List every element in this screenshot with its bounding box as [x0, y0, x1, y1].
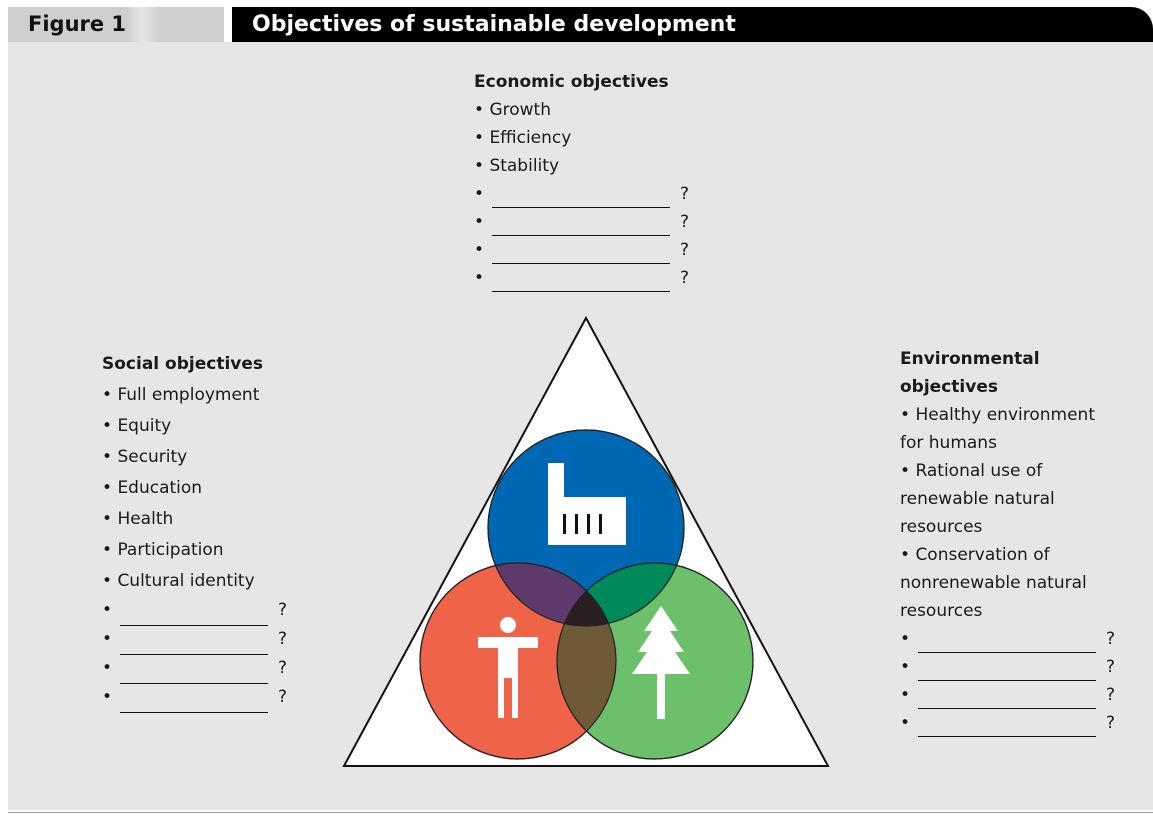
environmental-objectives: Environmental objectives Healthy environ… [900, 345, 1150, 737]
economic-social-overlap [488, 563, 616, 626]
social-item: Cultural identity [102, 566, 287, 597]
figure-label: Figure 1 [8, 7, 224, 42]
figure-header: Figure 1 Objectives of sustainable devel… [8, 7, 1153, 42]
blank-question-mark: ? [680, 184, 690, 204]
blank-question-mark: ? [1106, 657, 1116, 677]
economic-item: Stability [474, 152, 689, 180]
economic-environmental-overlap [557, 563, 684, 626]
environmental-blank-item: •? [900, 681, 1150, 709]
environmental-blank-item: •? [900, 625, 1150, 653]
social-heading: Social objectives [102, 354, 264, 374]
blank-underline [492, 272, 670, 292]
blank-underline [918, 689, 1096, 709]
social-blank-item: •? [102, 597, 287, 626]
blank-question-mark: ? [1106, 713, 1116, 733]
social-blank-item: •? [102, 655, 287, 684]
environmental-item-line: for humans [900, 433, 997, 453]
social-item: Participation [102, 535, 287, 566]
social-item: Security [102, 442, 287, 473]
social-item: Equity [102, 411, 287, 442]
blank-underline [918, 661, 1096, 681]
economic-blank-item: •? [474, 208, 689, 236]
economic-objectives: Economic objectives Growth Efficiency St… [474, 68, 689, 292]
blank-underline [918, 633, 1096, 653]
environmental-item-line: Conservation of [900, 541, 1150, 569]
economic-heading: Economic objectives [474, 72, 669, 92]
environmental-item-line: Healthy environment [900, 401, 1150, 429]
environmental-blank-item: •? [900, 709, 1150, 737]
social-blank-item: •? [102, 626, 287, 655]
social-objectives: Social objectives Full employment Equity… [102, 349, 287, 713]
blank-underline [918, 717, 1096, 737]
environmental-item-line: renewable natural [900, 489, 1055, 509]
blank-underline [492, 216, 670, 236]
environmental-item-line: resources [900, 517, 983, 537]
blank-question-mark: ? [278, 600, 288, 620]
economic-item: Efficiency [474, 124, 689, 152]
environmental-item-line: Rational use of [900, 457, 1150, 485]
environmental-heading-line2: objectives [900, 377, 998, 397]
social-item: Education [102, 473, 287, 504]
economic-item: Growth [474, 96, 689, 124]
blank-question-mark: ? [278, 629, 288, 649]
economic-blank-item: •? [474, 236, 689, 264]
tree-icon [632, 606, 690, 719]
blank-question-mark: ? [680, 240, 690, 260]
blank-underline [120, 635, 268, 655]
blank-underline [120, 693, 268, 713]
environmental-item-line: resources [900, 601, 983, 621]
social-item: Full employment [102, 380, 287, 411]
blank-question-mark: ? [680, 212, 690, 232]
blank-underline [492, 244, 670, 264]
bottom-divider [8, 812, 1153, 813]
blank-question-mark: ? [1106, 685, 1116, 705]
figure-title: Objectives of sustainable development [232, 7, 1153, 42]
environmental-heading-line1: Environmental [900, 349, 1040, 369]
social-blank-item: •? [102, 684, 287, 713]
blank-question-mark: ? [1106, 629, 1116, 649]
social-item: Health [102, 504, 287, 535]
blank-question-mark: ? [278, 658, 288, 678]
blank-underline [120, 664, 268, 684]
blank-underline [120, 606, 268, 626]
person-icon [478, 617, 538, 718]
blank-question-mark: ? [680, 268, 690, 288]
factory-icon [548, 463, 626, 545]
environmental-item-line: nonrenewable natural [900, 573, 1087, 593]
blank-underline [492, 188, 670, 208]
environmental-blank-item: •? [900, 653, 1150, 681]
blank-question-mark: ? [278, 687, 288, 707]
economic-blank-item: •? [474, 180, 689, 208]
economic-blank-item: •? [474, 264, 689, 292]
